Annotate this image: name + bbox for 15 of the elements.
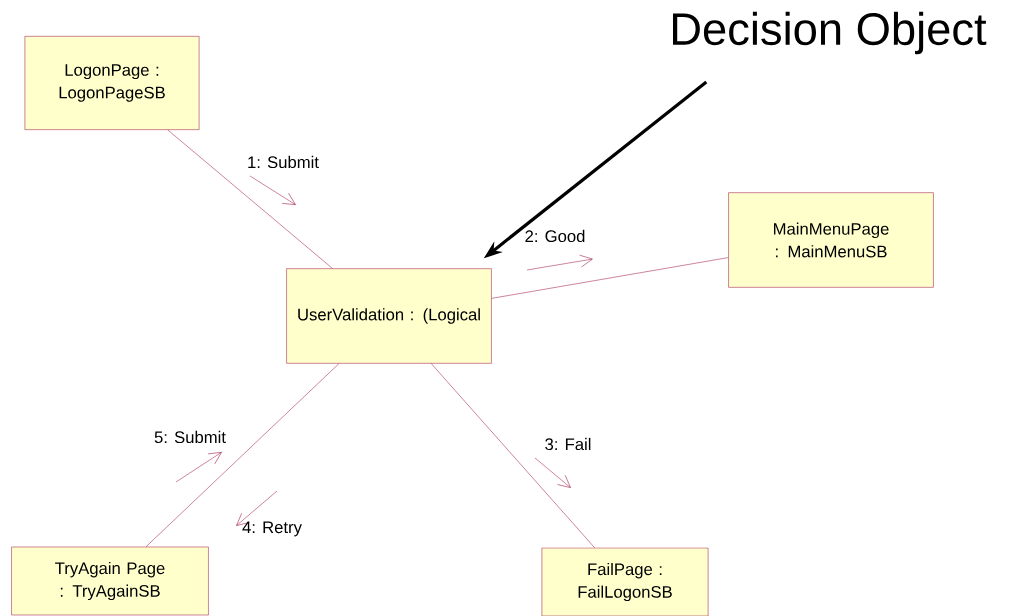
object-box: UserValidation : (Logical xyxy=(286,268,492,364)
link-line xyxy=(167,129,333,269)
annotation-text: Decision Object xyxy=(673,11,987,55)
object-box: MainMenuPage : MainMenuSB xyxy=(728,192,934,288)
link-line xyxy=(430,363,595,548)
link-line xyxy=(145,363,340,547)
object-box: LogonPage : LogonPageSB xyxy=(24,36,200,130)
message-label: 3: Fail xyxy=(545,437,591,451)
message-label: 1: Submit xyxy=(248,155,319,169)
object-box: TryAgain Page : TryAgainSB xyxy=(11,546,209,616)
message-label: 5: Submit xyxy=(154,430,226,444)
message-label: 4: Retry xyxy=(242,521,302,537)
object-box: FailPage : FailLogonSB xyxy=(541,547,709,616)
link-line xyxy=(491,257,729,299)
message-label: 2: Good xyxy=(525,229,585,243)
